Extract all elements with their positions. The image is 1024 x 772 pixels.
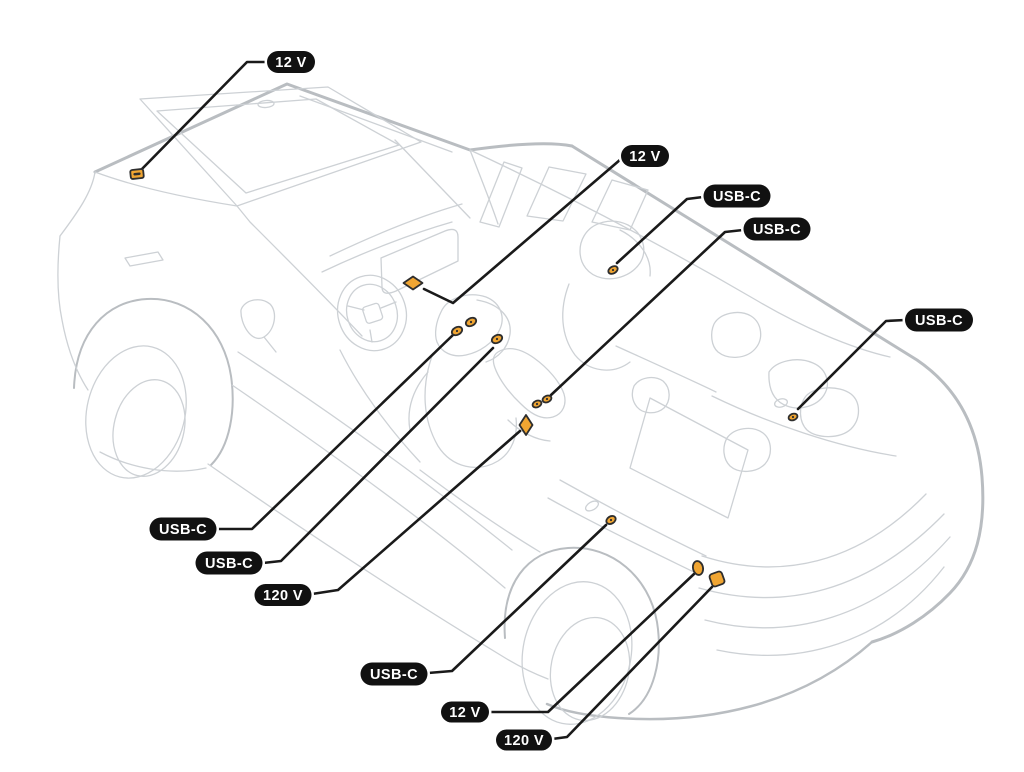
callout-pill <box>621 145 669 167</box>
callout-pill <box>496 729 552 751</box>
callout-dashboard-12v: 12 V <box>618 142 672 170</box>
outlet-console-rear-port-2 <box>541 394 553 404</box>
callout-label-text: USB-C <box>370 667 418 683</box>
callout-pill <box>441 701 489 723</box>
callout-pill <box>195 551 263 575</box>
outlet-driver-seatback-port-2 <box>464 316 478 328</box>
leader-front-seatback-usbc <box>615 195 705 265</box>
callout-tailgate-12v: 12 V <box>438 699 492 725</box>
outlet-dashboard-12v-port <box>402 275 424 291</box>
callout-label-text: USB-C <box>205 556 253 572</box>
callout-pill <box>703 184 771 208</box>
outlet-console-rear-120v-port <box>518 414 534 436</box>
callout-console-120v: 120 V <box>252 581 314 609</box>
outlet-console-rear-port-1 <box>531 399 543 409</box>
callout-console-rear-usbc: USB-C <box>741 215 813 243</box>
callout-label-text: USB-C <box>915 313 963 329</box>
outlet-front-seatback-port <box>607 265 619 275</box>
leader-cargo-side-usbc <box>426 523 608 675</box>
callout-front-seatback-usbc: USB-C <box>701 182 773 210</box>
callout-label-text: 120 V <box>504 733 544 749</box>
callout-label-text: USB-C <box>159 522 207 538</box>
callout-frunk-12v: 12 V <box>264 48 318 76</box>
callout-label-text: 12 V <box>449 705 480 721</box>
callout-pill <box>743 217 811 241</box>
callout-tailgate-120v: 120 V <box>493 727 555 753</box>
outlet-markers <box>129 168 799 588</box>
callout-pill <box>360 662 428 686</box>
leader-cargo-armrest-usbc <box>796 318 907 411</box>
leader-frunk-12v <box>138 60 268 173</box>
leader-tailgate-120v <box>550 585 714 741</box>
callout-label-text: USB-C <box>753 222 801 238</box>
callout-pill <box>254 584 312 606</box>
outlet-driver-seatback-port-1 <box>450 325 464 337</box>
callout-labels: 12 V 12 V USB-C USB-C USB-C USB-C USB-C 120 V US… <box>147 48 976 753</box>
callout-driver-seatback-usbc: USB-C <box>147 515 219 543</box>
callout-cargo-side-usbc: USB-C <box>358 660 430 688</box>
leader-passenger-seatback-usbc <box>261 346 495 565</box>
outlet-frunk-cowl-12v <box>129 168 145 180</box>
leader-driver-seatback-usbc <box>215 332 456 531</box>
leader-tailgate-12v <box>487 572 696 714</box>
outlet-cargo-side-port <box>605 515 617 525</box>
outlet-passenger-seatback-port <box>490 333 504 345</box>
callout-passenger-seatback-usbc: USB-C <box>193 549 265 577</box>
callout-pill <box>267 51 315 73</box>
callout-label-text: 12 V <box>275 55 306 71</box>
leader-lines <box>138 60 907 741</box>
leader-console-120v <box>310 429 522 596</box>
callout-pill <box>149 517 217 541</box>
callout-label-text: 120 V <box>263 588 303 604</box>
outlet-cargo-armrest-port <box>787 412 799 422</box>
callout-label-text: USB-C <box>713 189 761 205</box>
callout-label-text: 12 V <box>629 149 660 165</box>
leader-dashboard-12v <box>422 157 623 305</box>
vehicle-line-art <box>57 82 985 725</box>
leader-console-rear-usbc <box>549 228 745 397</box>
callout-cargo-armrest-usbc: USB-C <box>902 306 976 334</box>
callout-pill <box>905 308 973 332</box>
outlet-tailgate-12v-port <box>691 560 705 576</box>
outlet-tailgate-120v-port <box>708 570 726 588</box>
